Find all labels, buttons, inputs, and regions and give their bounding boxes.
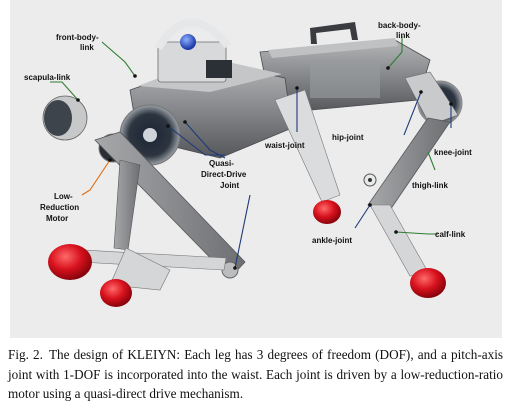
label-hip-joint: hip-joint (332, 133, 364, 142)
label-waist-joint: waist-joint (264, 141, 305, 150)
figure-number: Fig. 2. (8, 347, 43, 362)
label-back-body-link: back-body- (378, 21, 421, 30)
label-low-reduction-1: Low- (54, 192, 73, 201)
label-low-reduction-3: Motor (46, 214, 68, 223)
label-thigh-link: thigh-link (412, 181, 449, 190)
label-ankle-joint: ankle-joint (312, 236, 352, 245)
front-leg (48, 131, 246, 307)
caption-text: The design of KLEIYN: Each leg has 3 deg… (8, 347, 503, 401)
figure-labels: front-body- link back-body- link scapula… (24, 21, 472, 245)
label-scapula-link: scapula-link (24, 73, 71, 82)
label-low-reduction-2: Reduction (40, 203, 79, 212)
figure-caption: Fig. 2.The design of KLEIYN: Each leg ha… (8, 345, 503, 404)
label-knee-joint: knee-joint (434, 148, 472, 157)
label-quasi-1: Quasi- (209, 159, 234, 168)
label-quasi-2: Direct-Drive (201, 170, 247, 179)
label-front-body-link: front-body- (56, 33, 99, 42)
label-quasi-3: Joint (220, 181, 239, 190)
scapula (42, 95, 88, 141)
leader-dots (76, 66, 453, 270)
leader-lines (50, 36, 452, 269)
robot-illustration: front-body- link back-body- link scapula… (24, 18, 472, 307)
label-front-body-link-2: link (80, 43, 94, 52)
label-back-body-link-2: link (396, 31, 410, 40)
rear-leg (274, 71, 463, 298)
label-calf-link: calf-link (435, 230, 466, 239)
robot-figure: front-body- link back-body- link scapula… (10, 0, 502, 338)
